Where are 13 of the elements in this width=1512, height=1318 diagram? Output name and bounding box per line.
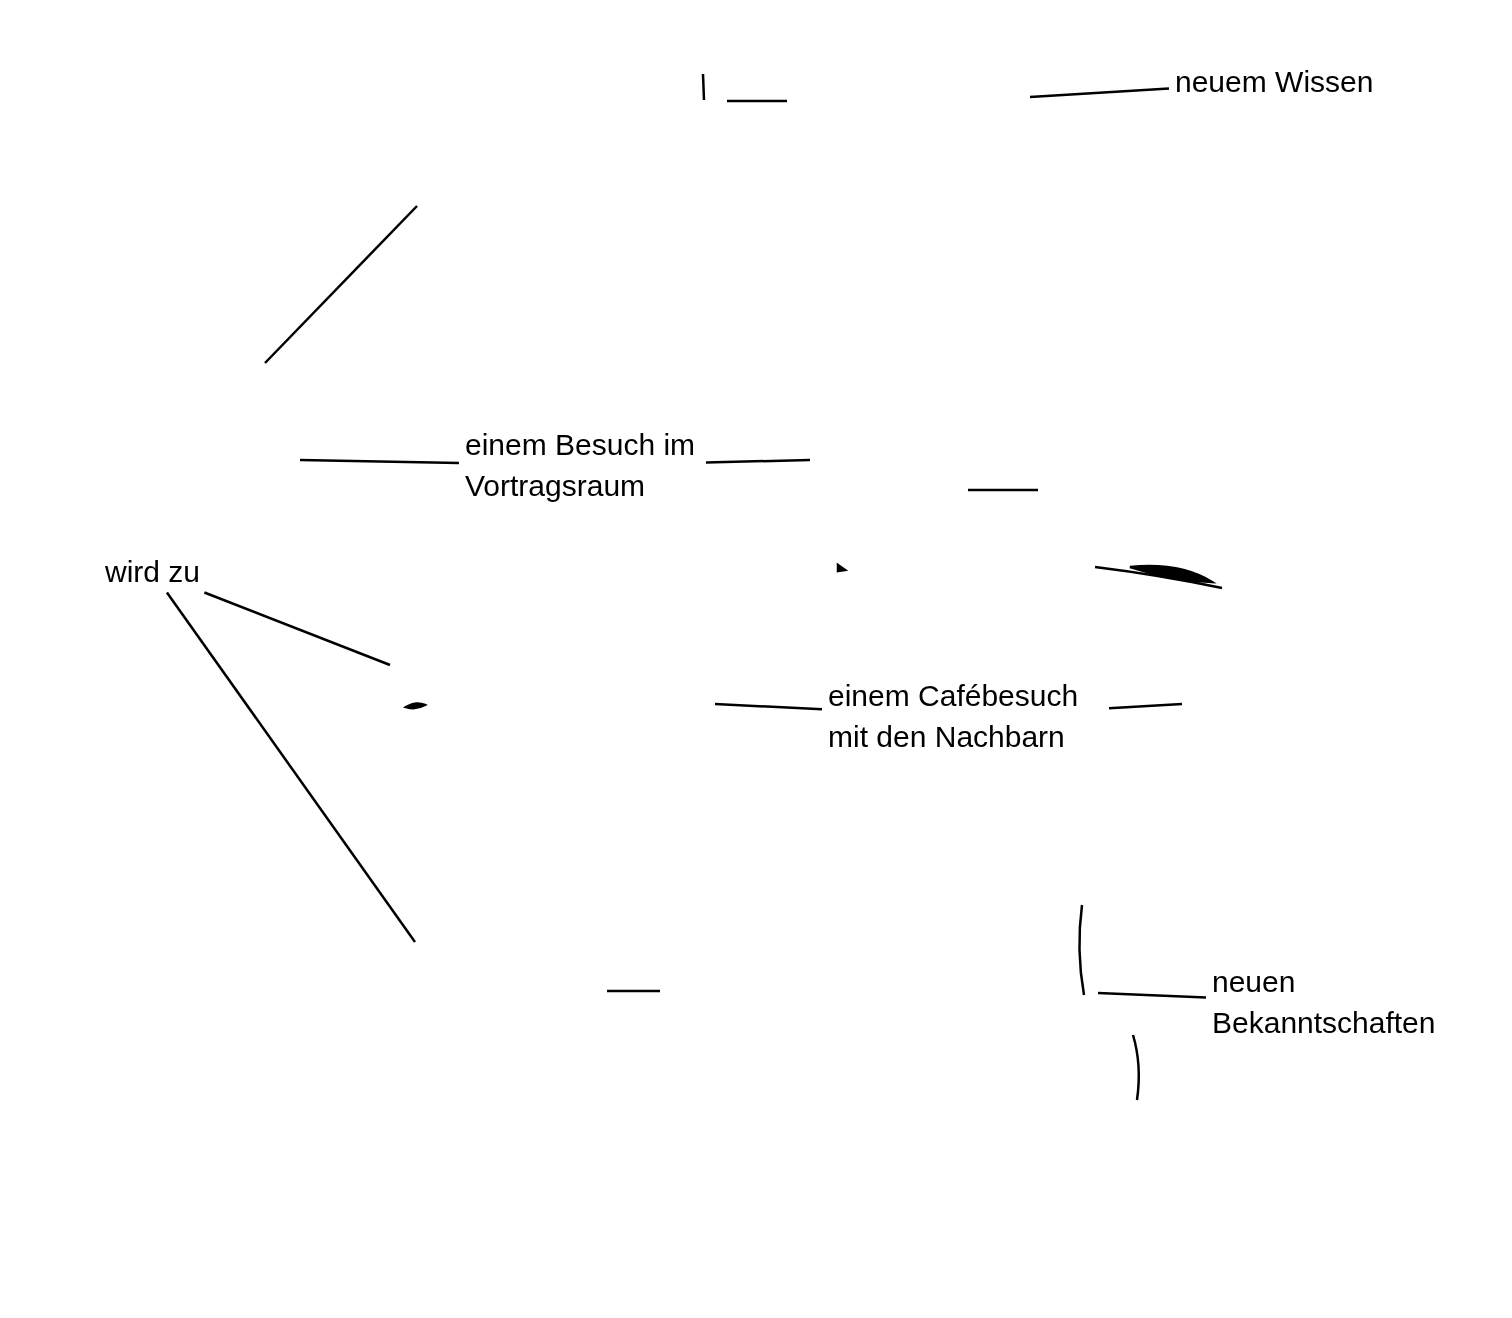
connector-line [165,591,416,943]
handwritten-label: wird zu [105,552,201,593]
connector-line [1108,702,1183,710]
connector-line [203,591,391,667]
connector-line [299,458,460,465]
connector-line [1029,87,1170,99]
connector-line [714,702,823,711]
connector-line [1097,991,1207,999]
handwritten-label: neuen Bekanntschaften [1212,962,1452,1043]
handwritten-label: neuem Wissen [1175,62,1374,103]
handwritten-label: einem Cafébesuch mit den Nachbarn [828,676,1103,757]
handwritten-label: einem Besuch im Vortragsraum [465,425,700,506]
connector-line [705,458,811,464]
